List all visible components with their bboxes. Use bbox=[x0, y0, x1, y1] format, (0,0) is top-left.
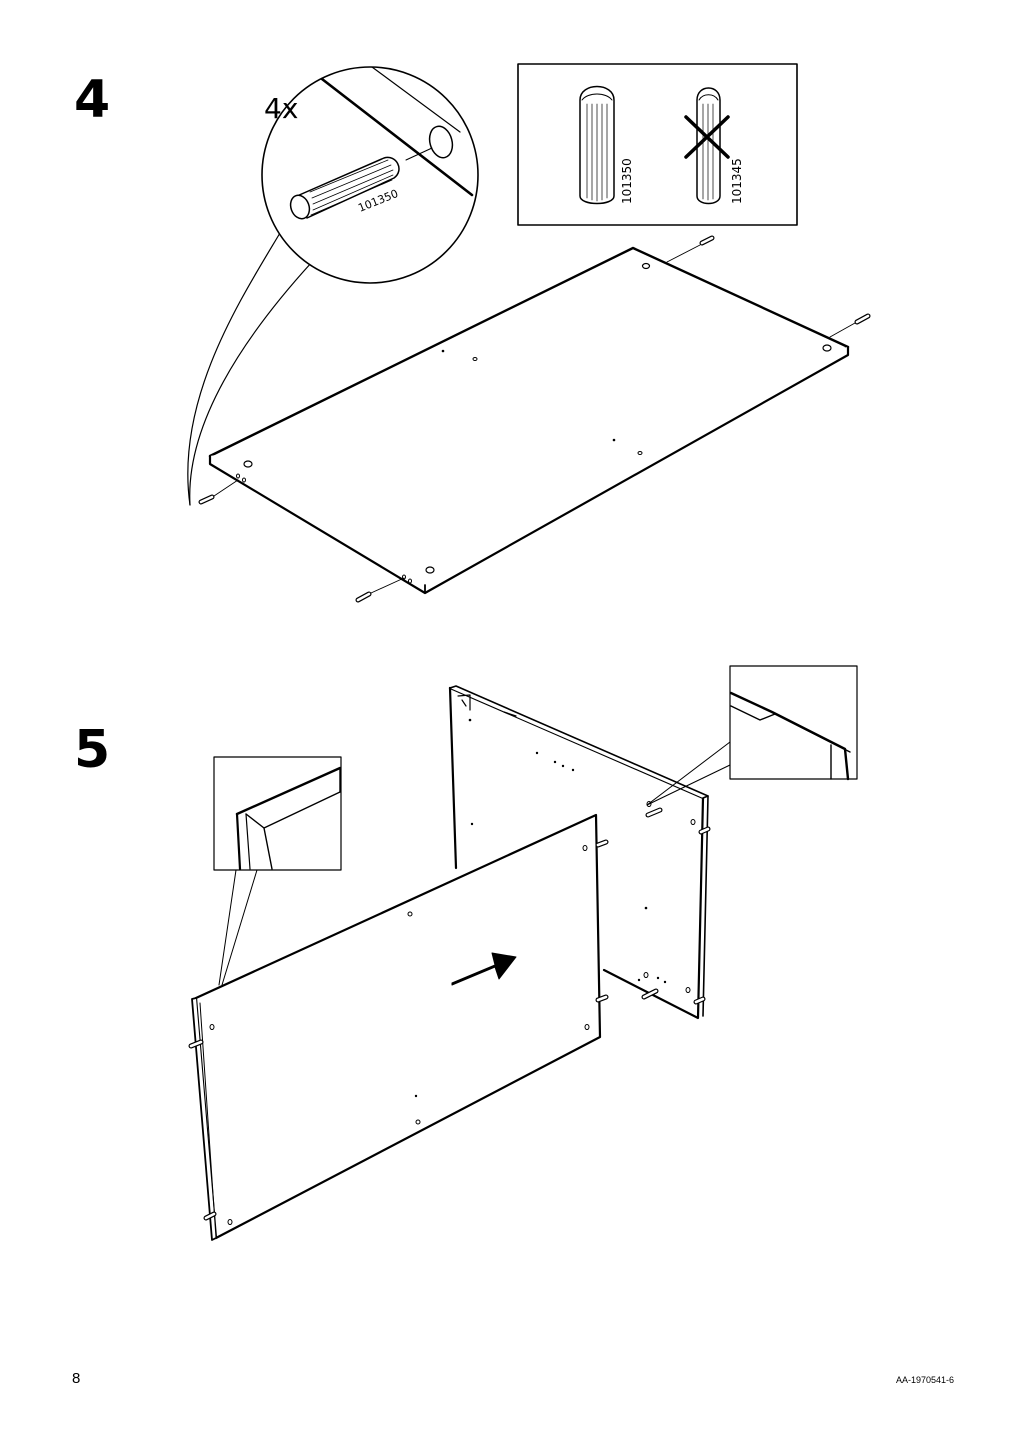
dowel-icon bbox=[666, 235, 715, 263]
wrong-part-label: 101345 bbox=[730, 158, 744, 204]
dowel-icon bbox=[595, 994, 609, 1003]
front-panel bbox=[188, 813, 609, 1241]
dowel-icon bbox=[355, 577, 405, 603]
edge-detail-right bbox=[646, 665, 858, 806]
dowel-icon bbox=[645, 807, 663, 818]
quantity-label: 4x bbox=[264, 92, 298, 125]
step-4-illustration: 4x 101350 101350 bbox=[187, 63, 871, 603]
dowel-icon bbox=[203, 1211, 217, 1221]
dowel-icon bbox=[595, 839, 609, 848]
dowel-callout: 4x 101350 bbox=[187, 66, 479, 506]
dowel-icon bbox=[641, 988, 659, 1000]
wrong-dowel-icon bbox=[696, 87, 721, 205]
dowel-icon bbox=[698, 826, 711, 835]
step-5-illustration bbox=[188, 665, 858, 1241]
step-4-number: 4 bbox=[74, 70, 111, 130]
back-panel bbox=[448, 685, 711, 1020]
correct-dowel-icon bbox=[579, 85, 615, 205]
document-code: AA-1970541-6 bbox=[896, 1375, 955, 1385]
edge-detail-left bbox=[213, 756, 342, 986]
correct-part-label: 101350 bbox=[620, 158, 634, 204]
dowel-comparison-box: 101350 101345 bbox=[517, 63, 798, 226]
page-number: 8 bbox=[72, 1370, 81, 1387]
cross-icon bbox=[684, 115, 730, 159]
panel-board bbox=[198, 235, 871, 603]
dowel-icon bbox=[829, 313, 871, 338]
arrow-icon bbox=[451, 952, 517, 986]
step-5-number: 5 bbox=[74, 720, 111, 780]
dowel-icon bbox=[188, 1039, 204, 1049]
dowel-icon bbox=[693, 996, 706, 1005]
dowel-icon bbox=[289, 156, 400, 220]
dowel-icon bbox=[198, 479, 239, 505]
